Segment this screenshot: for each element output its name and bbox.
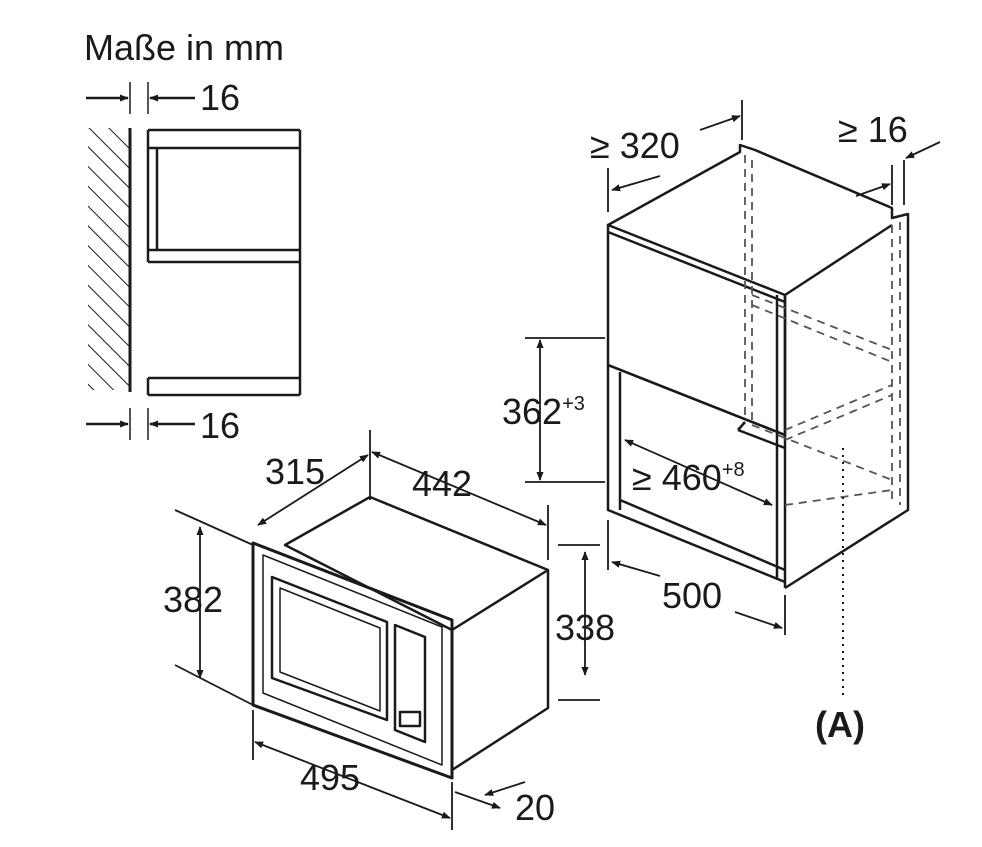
side-gap-top-label: 16 — [200, 77, 240, 118]
microwave-body-height-label: 338 — [555, 607, 615, 648]
cabinet-drawing — [606, 143, 910, 590]
cabinet-dimensions — [525, 100, 941, 635]
microwave-front-thickness-label: 20 — [515, 787, 555, 828]
microwave-display — [398, 710, 422, 728]
cabinet-niche-width-label: ≥ 460+8 — [632, 457, 745, 498]
microwave-drawing — [251, 495, 550, 780]
microwave-depth-label: 315 — [265, 451, 325, 492]
microwave-dimensions — [174, 430, 600, 830]
cabinet-depth-label: 500 — [662, 575, 722, 616]
microwave-height-label: 382 — [163, 579, 223, 620]
microwave-front-frame — [251, 541, 454, 780]
reference-a-label: (A) — [815, 704, 865, 745]
side-gap-bottom-label: 16 — [200, 405, 240, 446]
wall-hatch — [88, 128, 130, 390]
units-title: Maße in mm — [84, 27, 284, 68]
cabinet-front-panel — [606, 223, 787, 437]
cabinet-min-width-label: ≥ 320 — [590, 125, 680, 166]
cabinet-niche-height-label: 362+3 — [502, 391, 585, 432]
microwave-front-width-label: 495 — [300, 757, 360, 798]
cabinet-hidden-lines — [744, 155, 901, 506]
cabinet-min-gap-label: ≥ 16 — [838, 109, 908, 150]
microwave-width-label: 442 — [412, 463, 472, 504]
side-view — [86, 82, 302, 440]
microwave-door-window — [270, 575, 389, 722]
